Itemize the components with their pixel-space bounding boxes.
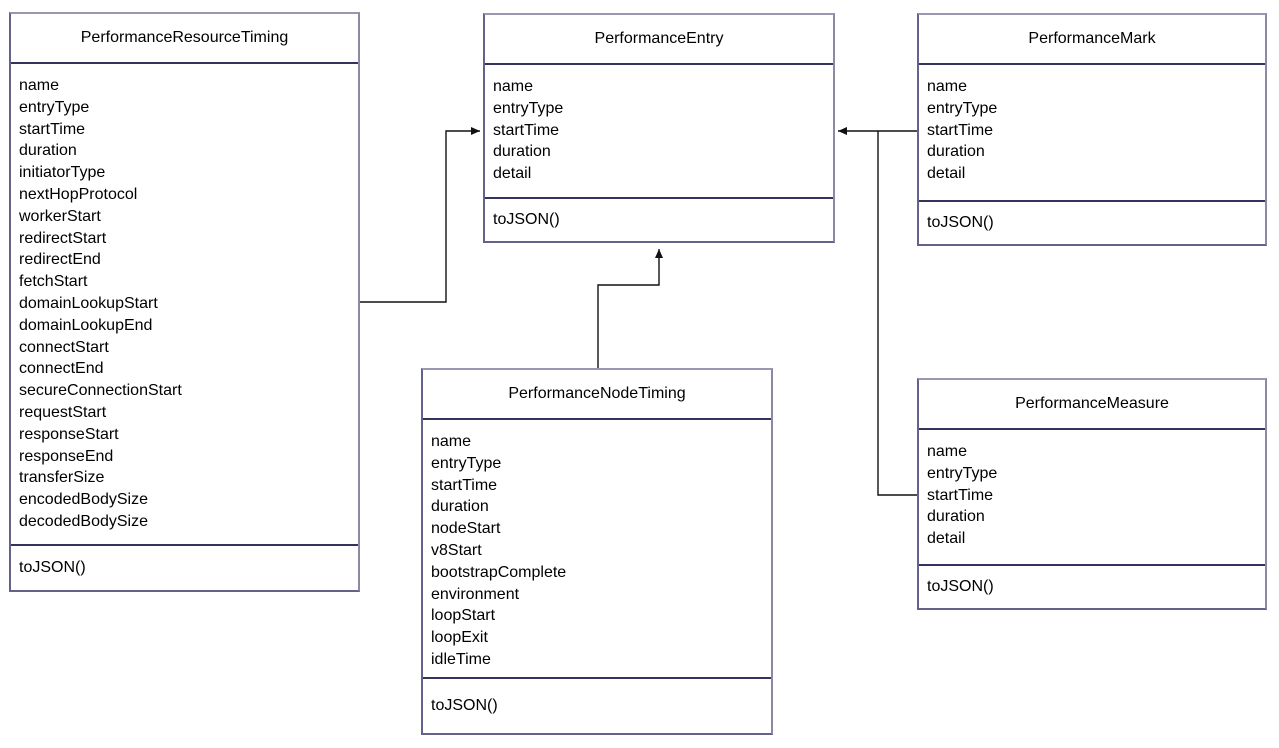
class-box-performance-node-timing: PerformanceNodeTiming name entryType startT…: [421, 368, 773, 735]
attribute-row: name: [927, 78, 968, 95]
connector-resource-timing-to-entry: [360, 127, 480, 303]
connector-measure-to-entry: [877, 131, 917, 496]
class-title: PerformanceMark: [919, 15, 1265, 65]
attribute-row: encodedBodySize: [19, 491, 148, 509]
class-title: PerformanceResourceTiming: [11, 14, 358, 64]
attribute-row: secureConnectionStart: [19, 382, 182, 400]
attributes-section: name entryType startTime duration nodeStart v…: [423, 420, 771, 677]
attribute-row: entryType: [493, 99, 564, 117]
methods-section: toJSON(): [423, 677, 771, 733]
attribute-row: loopExit: [431, 629, 488, 647]
methods-section: toJSON(): [919, 200, 1265, 244]
attribute-row: transferSize: [19, 469, 105, 487]
attribute-row: environment: [431, 585, 520, 603]
class-box-performance-mark: PerformanceMark name entryType startTime dur…: [917, 13, 1267, 246]
attribute-row: requestStart: [19, 403, 107, 421]
attributes-section: name entryType startTime duration detail: [919, 430, 1265, 564]
class-box-performance-entry: PerformanceEntry name entryType startTime du…: [483, 13, 835, 243]
attribute-row: workerStart: [19, 207, 101, 225]
attribute-row: idleTime: [431, 650, 491, 668]
method-row: toJSON(): [19, 559, 86, 576]
attribute-row: initiatorType: [19, 164, 106, 182]
attribute-row: responseStart: [19, 425, 119, 443]
attribute-row: startTime: [431, 476, 498, 494]
attribute-row: bootstrapComplete: [431, 563, 567, 581]
class-title: PerformanceMeasure: [919, 380, 1265, 430]
attribute-row: name: [493, 78, 534, 95]
attribute-row: duration: [19, 142, 77, 160]
attribute-row: domainLookupStart: [19, 294, 158, 312]
attribute-row: loopStart: [431, 607, 496, 625]
attribute-row: duration: [493, 143, 551, 161]
class-box-performance-resource-timing: PerformanceResourceTiming name entryType st…: [9, 12, 360, 592]
methods-section: toJSON(): [11, 544, 358, 590]
attribute-row: startTime: [493, 121, 560, 139]
attribute-row: nodeStart: [431, 520, 501, 538]
attributes-section: name entryType startTime duration detail: [485, 65, 833, 197]
attribute-row: redirectEnd: [19, 251, 101, 269]
attribute-row: detail: [927, 165, 966, 183]
attribute-row: connectStart: [19, 338, 109, 356]
attribute-row: entryType: [431, 454, 502, 472]
attribute-row: detail: [493, 165, 532, 183]
attribute-row: entryType: [927, 464, 998, 482]
class-title: PerformanceEntry: [485, 15, 833, 65]
attribute-row: v8Start: [431, 541, 482, 559]
attributes-section: name entryType startTime duration detail: [919, 65, 1265, 200]
attribute-row: name: [927, 443, 968, 460]
attribute-row: duration: [927, 508, 985, 526]
attribute-row: name: [19, 77, 60, 94]
attribute-row: startTime: [927, 121, 994, 139]
attribute-row: name: [431, 433, 472, 450]
method-row: toJSON(): [927, 214, 994, 231]
method-row: toJSON(): [927, 578, 994, 595]
method-row: toJSON(): [493, 211, 560, 228]
attribute-row: duration: [431, 498, 489, 516]
class-title: PerformanceNodeTiming: [423, 370, 771, 420]
attribute-row: startTime: [19, 120, 86, 138]
attribute-row: domainLookupEnd: [19, 316, 153, 334]
attribute-row: startTime: [927, 486, 994, 504]
methods-section: toJSON(): [485, 197, 833, 241]
attribute-row: entryType: [19, 98, 90, 116]
connector-node-timing-to-entry: [597, 249, 663, 368]
attribute-row: responseEnd: [19, 447, 114, 465]
methods-section: toJSON(): [919, 564, 1265, 608]
attribute-row: entryType: [927, 99, 998, 117]
attribute-row: connectEnd: [19, 360, 104, 378]
attribute-row: fetchStart: [19, 273, 88, 291]
attribute-row: detail: [927, 530, 966, 548]
attributes-section: name entryType startTime duration initiatorT…: [11, 64, 358, 544]
attribute-row: duration: [927, 143, 985, 161]
attribute-row: nextHopProtocol: [19, 185, 138, 203]
attribute-row: decodedBodySize: [19, 512, 148, 530]
class-box-performance-measure: PerformanceMeasure name entryType startTime…: [917, 378, 1267, 610]
method-row: toJSON(): [431, 697, 498, 714]
attribute-row: redirectStart: [19, 229, 107, 247]
